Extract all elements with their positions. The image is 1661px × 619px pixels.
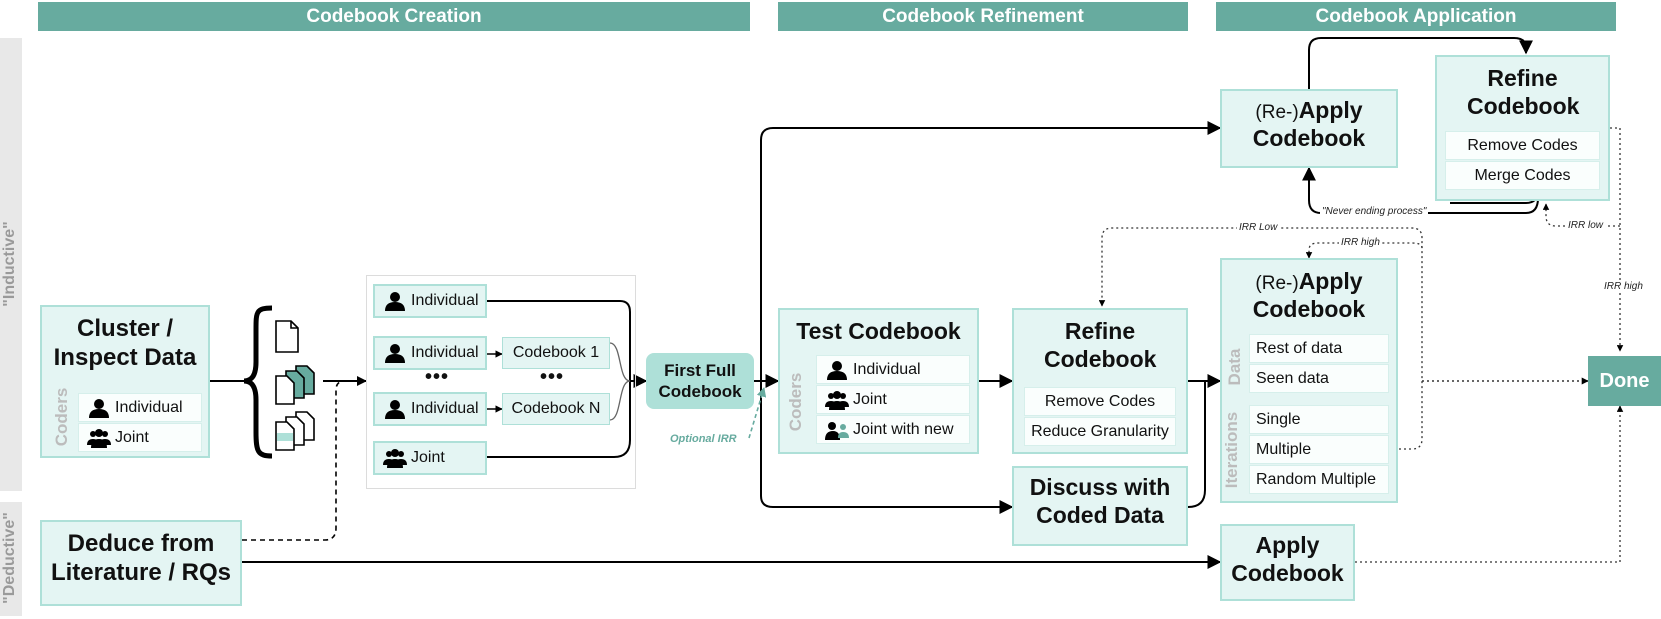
reapply-top-codebook: Codebook xyxy=(1252,124,1366,151)
group-icon xyxy=(825,390,849,410)
panel-joint-label: Joint xyxy=(411,449,445,466)
panel-joint-row: Joint xyxy=(373,441,487,475)
apply-bottom-title: Apply Codebook xyxy=(1231,532,1344,586)
irr-high-label-2: IRR high xyxy=(1602,281,1645,292)
person-icon xyxy=(385,344,405,363)
test-codebook-title: Test Codebook xyxy=(796,318,961,344)
reapply-mid-prefix: (Re-) xyxy=(1255,273,1299,294)
irr-low-label-1: IRR Low xyxy=(1237,222,1280,233)
refine-codebook-top-box: Refine Codebook Remove Codes Merge Codes xyxy=(1435,55,1610,201)
discuss-title: Discuss with Coded Data xyxy=(1029,474,1171,528)
panel-individual-row-1: Individual xyxy=(373,284,487,318)
reapply-iterations-label: Iterations xyxy=(1222,411,1241,489)
refine-mid-remove-codes: Remove Codes xyxy=(1024,387,1176,416)
irr-high-label-1: IRR high xyxy=(1339,237,1382,248)
panel-individual-label-2: Individual xyxy=(411,344,479,361)
irr-low-label-2: IRR low xyxy=(1566,220,1606,231)
ellipsis-left: ••• xyxy=(425,366,450,388)
deductive-sidebar xyxy=(0,502,22,616)
codebook-n-box: Codebook N xyxy=(502,393,610,425)
cluster-coders-label: Coders xyxy=(52,387,71,447)
reapply-random-multiple: Random Multiple xyxy=(1249,465,1389,494)
reapply-mid-title: (Re-)Apply Codebook xyxy=(1222,268,1396,323)
test-individual-row: Individual xyxy=(816,355,970,384)
refine-top-remove-codes: Remove Codes xyxy=(1445,131,1600,160)
deduce-literature-box: Deduce from Literature / RQs xyxy=(40,520,242,606)
never-ending-label: "Never ending process" xyxy=(1320,206,1429,217)
cluster-title: Cluster / Inspect Data xyxy=(53,315,197,371)
person-icon xyxy=(89,398,109,418)
cluster-individual-label: Individual xyxy=(115,398,183,416)
reapply-multiple: Multiple xyxy=(1249,435,1389,464)
cluster-joint-row: Joint xyxy=(78,423,202,452)
panel-individual-label-1: Individual xyxy=(411,292,479,309)
header-codebook-creation: Codebook Creation xyxy=(38,2,750,31)
group-icon xyxy=(87,428,111,448)
cluster-inspect-box: Cluster / Inspect Data Coders Individual… xyxy=(40,305,210,458)
reapply-seen-data: Seen data xyxy=(1249,364,1389,393)
done-box: Done xyxy=(1588,356,1661,406)
test-joint-row: Joint xyxy=(816,385,970,414)
test-coders-label: Coders xyxy=(786,372,805,432)
discuss-coded-data-box: Discuss with Coded Data xyxy=(1012,466,1188,546)
refine-top-merge-codes: Merge Codes xyxy=(1445,161,1600,190)
reapply-codebook-top-box: (Re-)Apply Codebook xyxy=(1220,89,1398,168)
refine-mid-reduce-granularity: Reduce Granularity xyxy=(1024,417,1176,446)
header-codebook-application: Codebook Application xyxy=(1216,2,1616,31)
reapply-mid-apply: Apply xyxy=(1298,268,1363,294)
cluster-joint-label: Joint xyxy=(115,428,149,446)
group-with-new-member-icon xyxy=(825,421,849,440)
panel-individual-label-3: Individual xyxy=(411,400,479,417)
reapply-top-apply: Apply xyxy=(1298,97,1363,123)
reapply-single: Single xyxy=(1249,405,1389,434)
person-icon xyxy=(385,292,405,311)
creation-panel xyxy=(366,275,636,489)
refine-top-title: Refine Codebook xyxy=(1467,65,1580,119)
refine-codebook-mid-box: Refine Codebook Remove Codes Reduce Gran… xyxy=(1012,308,1188,454)
reapply-codebook-mid-box: (Re-)Apply Codebook Data Rest of data Se… xyxy=(1220,258,1398,503)
panel-individual-row-3: Individual xyxy=(373,392,487,426)
first-full-codebook-box: First Full Codebook xyxy=(646,353,754,409)
refine-mid-title: Refine Codebook xyxy=(1044,318,1157,372)
group-icon xyxy=(383,449,407,468)
deduce-title: Deduce from Literature / RQs xyxy=(50,530,232,586)
reapply-top-prefix: (Re-) xyxy=(1255,102,1299,123)
codebook-1-box: Codebook 1 xyxy=(502,337,610,369)
reapply-top-title: (Re-)Apply Codebook xyxy=(1222,97,1396,152)
cluster-individual-row: Individual xyxy=(78,393,202,422)
reapply-rest-of-data: Rest of data xyxy=(1249,334,1389,363)
apply-codebook-bottom-box: Apply Codebook xyxy=(1220,524,1355,601)
test-joint-new-label: Joint with new xyxy=(853,420,954,438)
test-joint-new-row: Joint with new xyxy=(816,415,970,444)
reapply-data-label: Data xyxy=(1225,348,1244,386)
header-codebook-refinement: Codebook Refinement xyxy=(778,2,1188,31)
person-icon xyxy=(827,360,847,380)
person-icon xyxy=(385,400,405,419)
test-codebook-box: Test Codebook Coders Individual Joint Jo… xyxy=(778,308,979,454)
test-joint-label: Joint xyxy=(853,390,887,408)
optional-irr-label: Optional IRR xyxy=(670,433,737,445)
panel-individual-row-2: Individual xyxy=(373,336,487,370)
reapply-mid-codebook: Codebook xyxy=(1252,295,1366,322)
ellipsis-right: ••• xyxy=(540,366,565,388)
inductive-sidebar xyxy=(0,38,22,491)
test-individual-label: Individual xyxy=(853,360,921,378)
